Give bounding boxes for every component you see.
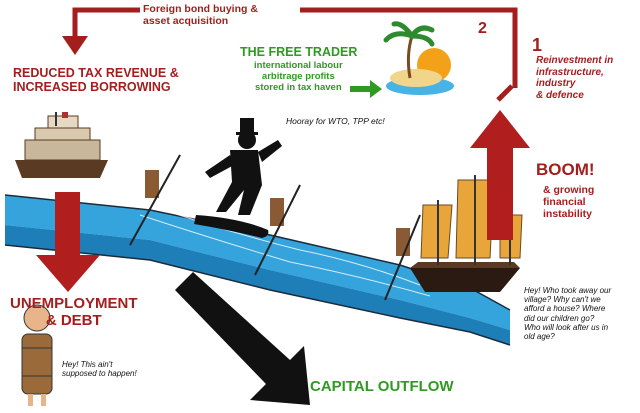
instability-label: & growing financial instability xyxy=(543,184,595,221)
foreign-bond-label: Foreign bond buying & asset acquisition xyxy=(143,3,258,28)
tax-haven-island xyxy=(383,21,454,95)
boom-label: BOOM! xyxy=(536,160,595,179)
village-quote: Hey! Who took away our village? Why can'… xyxy=(524,286,612,341)
step-1-number: 1 xyxy=(532,35,543,55)
lock-gates xyxy=(129,154,421,301)
boom-up-arrow xyxy=(470,110,530,240)
reduced-tax-label: REDUCED TAX REVENUE & INCREASED BORROWIN… xyxy=(13,66,179,95)
green-arrow xyxy=(350,80,382,98)
reinvestment-label: Reinvestment in infrastructure, industry… xyxy=(536,55,614,101)
sailing-junk xyxy=(410,175,523,292)
capital-outflow-label: CAPITAL OUTFLOW xyxy=(310,378,454,395)
steamboat xyxy=(15,112,108,178)
hooray-quote: Hooray for WTO, TPP etc! xyxy=(286,116,385,126)
capital-outflow-arrow xyxy=(175,272,310,405)
unemployment-label: UNEMPLOYMENT & DEBT xyxy=(10,295,138,330)
surfer-silhouette xyxy=(194,118,282,238)
barrel-man xyxy=(21,304,53,406)
step-2-number: 2 xyxy=(478,20,487,37)
arbitrage-label: international labour arbitrage profits s… xyxy=(254,60,343,93)
loop-arrowhead xyxy=(62,36,88,55)
unemployment-down-arrow xyxy=(36,192,100,292)
free-trader-title: THE FREE TRADER xyxy=(240,45,358,59)
barrel-quote: Hey! This ain't supposed to happen! xyxy=(62,360,137,379)
feedback-loop-line xyxy=(62,7,518,102)
